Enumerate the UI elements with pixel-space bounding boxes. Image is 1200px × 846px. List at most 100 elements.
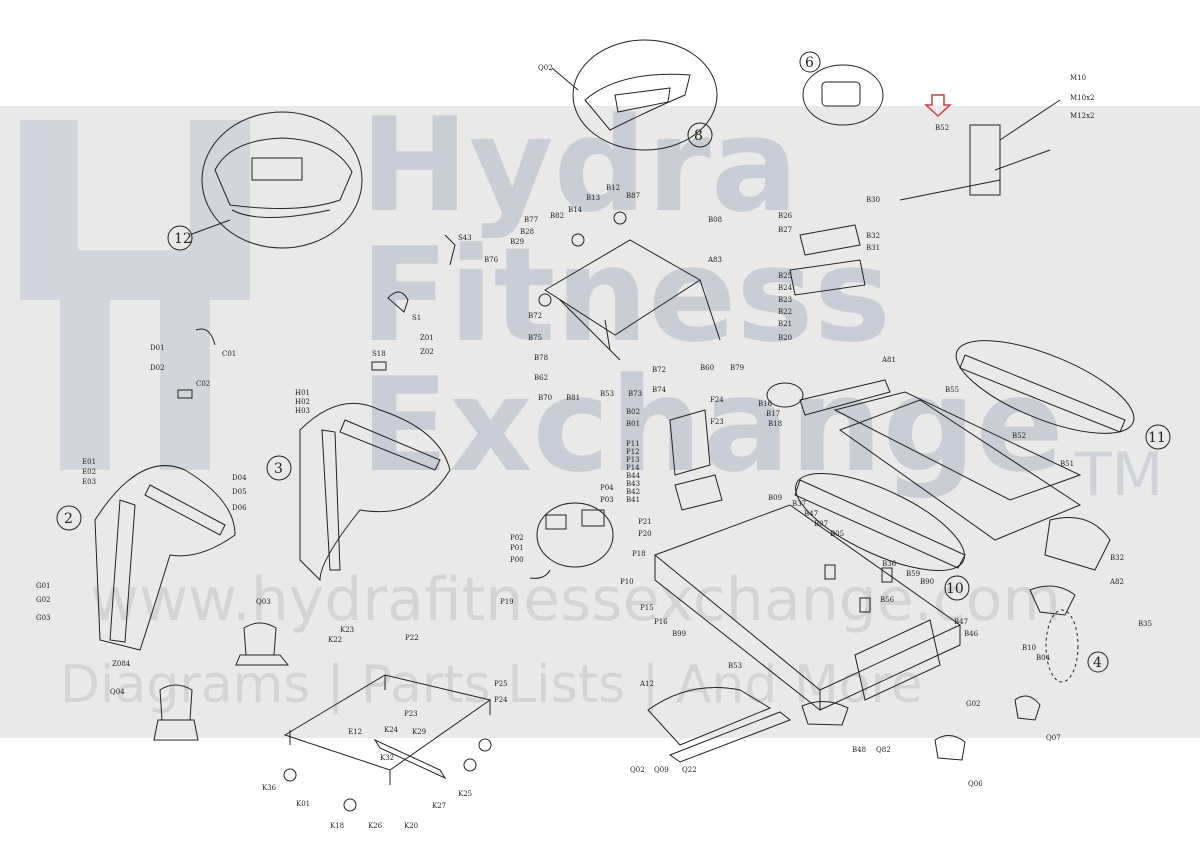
label-k18: K18 [330, 822, 344, 830]
label-k25: K25 [458, 790, 472, 798]
label-b10: B10 [1022, 644, 1036, 652]
label-b52: B52 [935, 124, 949, 132]
label-z01: Z01 [420, 334, 434, 342]
label-k27: K27 [432, 802, 446, 810]
label-s18: S18 [372, 350, 386, 358]
label-p24: P24 [494, 696, 508, 704]
label-s43: S43 [458, 234, 472, 242]
lift-motor-assembly: B52 M10 M10x2 M12x2 [899, 74, 1094, 201]
red-outline-down-arrow-icon [924, 94, 952, 118]
label-q03: Q03 [256, 598, 271, 606]
label-k36: K36 [262, 784, 277, 792]
label-b60: B60 [700, 364, 714, 372]
label-e02: E02 [82, 468, 96, 476]
watermark-url: www.hydrafitnessexchange.com [90, 565, 1061, 635]
label-c02: C02 [196, 380, 210, 388]
watermark-line2: Fitness [360, 219, 891, 371]
label-b01: B01 [626, 420, 640, 428]
label-b26: B26 [778, 212, 793, 220]
label-b04: B04 [1036, 654, 1051, 662]
label-b53: B53 [600, 390, 614, 398]
label-b32-rear: B32 [1110, 554, 1124, 562]
label-p10: P10 [620, 578, 634, 586]
small-parts-left: S43 S1 Z01 Z02 S18 D01 D02 C01 C02 [150, 234, 472, 399]
motor-assembly: 6 [799, 51, 884, 126]
label-b70: B70 [538, 394, 552, 402]
electronics-assembly: B02 B01 F24 F23 P11 P12 P13 P14 B44 B43 … [500, 396, 724, 626]
label-a82: A82 [1109, 578, 1124, 586]
label-b20: B20 [778, 334, 792, 342]
roller-deck-assembly: A81 B55 B16 B17 B18 B52 B51 B32 A82 [758, 356, 1124, 586]
label-f23: F23 [710, 418, 724, 426]
watermark-tagline: Diagrams | Parts Lists | And More [60, 655, 923, 715]
label-k23: K23 [340, 626, 354, 634]
label-q82: Q82 [876, 746, 891, 754]
label-b81: B81 [566, 394, 580, 402]
label-h03: H03 [295, 407, 310, 415]
motor-cover-assembly: 8 Q02 [538, 39, 718, 151]
callout-12: 12 [174, 231, 192, 247]
label-e12: E12 [348, 728, 362, 736]
label-e01: E01 [82, 458, 96, 466]
callout-10: 10 [946, 581, 964, 597]
label-b56: B56 [880, 596, 895, 604]
label-b16: B16 [758, 400, 773, 408]
label-b46: B46 [964, 630, 979, 638]
label-k20: K20 [404, 822, 418, 830]
label-b87: B87 [626, 192, 640, 200]
label-s1: S1 [412, 314, 421, 322]
label-p00: P00 [510, 556, 524, 564]
label-z084: Z084 [112, 660, 131, 668]
upper-frame-assembly: B77 B82 B14 B13 B12 B87 B08 A83 B29 B28 … [484, 184, 744, 402]
label-d04: D04 [232, 474, 247, 482]
incline-bracket-assembly: B26 B27 B30 B32 B31 B25 B24 B23 B22 B21 … [778, 196, 880, 342]
label-g03: G03 [36, 614, 51, 622]
label-q22: Q22 [682, 766, 697, 774]
label-b27: B27 [778, 226, 792, 234]
callout-6: 6 [805, 55, 814, 71]
console-assembly: 12 [167, 111, 363, 251]
label-p12: P12 [626, 448, 640, 456]
label-b53-cover: B53 [728, 662, 742, 670]
label-b35: B35 [1138, 620, 1152, 628]
label-b90: B90 [920, 578, 934, 586]
label-p20: P20 [638, 530, 652, 538]
label-b08: B08 [708, 216, 722, 224]
bottom-cover-assembly: B53 A12 Q02 Q09 Q22 B48 Q82 Q06 Q07 [630, 662, 1061, 788]
label-p22: P22 [405, 634, 419, 642]
label-g02-frame: G02 [966, 700, 981, 708]
label-p23: P23 [404, 710, 418, 718]
label-b72: B72 [528, 312, 542, 320]
label-p04: P04 [600, 484, 614, 492]
label-b14: B14 [568, 206, 583, 214]
label-g01: G01 [36, 582, 51, 590]
label-a12: A12 [639, 680, 654, 688]
label-b77: B77 [524, 216, 538, 224]
label-b47-rear: B47 [954, 618, 968, 626]
callout-2: 2 [64, 511, 73, 527]
label-b24: B24 [778, 284, 793, 292]
label-p16: P16 [654, 618, 668, 626]
label-k24: K24 [384, 726, 399, 734]
label-b59: B59 [906, 570, 920, 578]
left-handlebar-assembly: 2 E01 E02 E03 D04 D05 D06 G01 G02 G03 [36, 458, 247, 651]
label-k26: K26 [368, 822, 383, 830]
label-p15: P15 [640, 604, 654, 612]
label-b37: B37 [792, 500, 806, 508]
label-b55: B55 [945, 386, 959, 394]
label-q09: Q09 [654, 766, 669, 774]
label-b18: B18 [768, 420, 782, 428]
label-q04: Q04 [110, 688, 125, 696]
label-b36: B36 [882, 560, 897, 568]
label-b32: B32 [866, 232, 880, 240]
label-b22: B22 [778, 308, 792, 316]
label-k22: K22 [328, 636, 342, 644]
label-b73: B73 [628, 390, 642, 398]
label-b62: B62 [534, 374, 548, 382]
label-p25: P25 [494, 680, 508, 688]
label-e03: E03 [82, 478, 96, 486]
label-m10x2: M10x2 [1070, 94, 1094, 102]
right-handlebar-assembly: 3 H01 H02 H03 [266, 389, 451, 582]
